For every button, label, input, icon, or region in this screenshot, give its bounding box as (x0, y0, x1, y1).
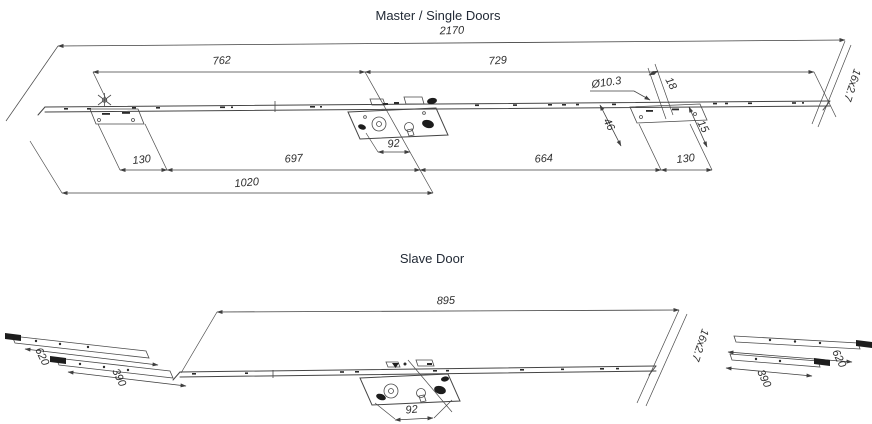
master-dim-keep-inset: 46 (599, 104, 622, 147)
slave-gearbox (359, 359, 461, 413)
cylinder-hole (404, 122, 414, 132)
shoot-bolt-pin (50, 356, 66, 364)
dim-label-profile-master: 16x2.7 (841, 67, 863, 103)
master-dim-backset: 92 (365, 132, 411, 155)
slave-extensions-left: 620 390 (5, 333, 187, 390)
shoot-bolt-pin (814, 358, 830, 366)
master-drawing: Master / Single Doors 2170 16x2.7 (5, 8, 863, 196)
slave-drawing: Slave Door 895 16x2.7 (5, 251, 872, 422)
dim-label-130-right: 130 (676, 152, 696, 166)
master-keep-left (89, 93, 145, 125)
dim-label-profile-slave: 16x2.7 (689, 327, 711, 363)
dim-label-18: 18 (662, 75, 679, 92)
dim-label-backset-master: 92 (387, 137, 400, 150)
shoot-bolt-pin (5, 333, 21, 341)
dim-label-15: 15 (694, 118, 711, 135)
slave-dim-overall: 895 16x2.7 (180, 295, 711, 407)
dim-label-390-left: 390 (109, 367, 128, 390)
dim-label-390-right: 390 (754, 368, 773, 391)
dim-label-backset-slave: 92 (405, 403, 418, 416)
dim-label-762: 762 (212, 54, 231, 67)
dim-label-1020: 1020 (234, 176, 260, 190)
dim-label-895: 895 (437, 295, 457, 308)
slave-dim-backset: 92 (374, 399, 453, 422)
dim-label-2170: 2170 (438, 25, 465, 38)
dim-label-697: 697 (284, 152, 304, 165)
master-dim-upper-chain: 762 729 (92, 54, 837, 194)
cylinder-hole (416, 388, 426, 398)
slave-screw-holes (192, 367, 619, 375)
slave-faceplate-bar (172, 365, 657, 381)
handle-follower (371, 116, 387, 132)
master-dim-handle-height: 1020 (29, 140, 434, 196)
shoot-bolt-pin (856, 340, 872, 348)
handle-follower (383, 383, 399, 399)
master-gearbox (347, 96, 449, 140)
dim-label-620-left: 620 (32, 346, 51, 369)
master-dim-hole-dia: Ø10.3 (590, 75, 651, 101)
dim-label-130-left: 130 (132, 153, 152, 167)
dim-label-46: 46 (600, 116, 617, 133)
dim-label-664: 664 (534, 152, 553, 165)
master-dim-lower-chain: 130 697 664 130 (97, 123, 713, 173)
master-screw-holes (64, 102, 804, 110)
dim-label-729: 729 (488, 54, 507, 67)
dim-label-620-right: 620 (829, 348, 848, 371)
dim-label-hole-dia: Ø10.3 (590, 75, 623, 91)
master-dim-keep-edge: 15 (688, 106, 711, 148)
master-title: Master / Single Doors (376, 8, 501, 23)
slave-extensions-right: 620 390 (725, 335, 872, 391)
slave-title: Slave Door (400, 251, 465, 266)
fixing-point-symbol (97, 93, 112, 107)
